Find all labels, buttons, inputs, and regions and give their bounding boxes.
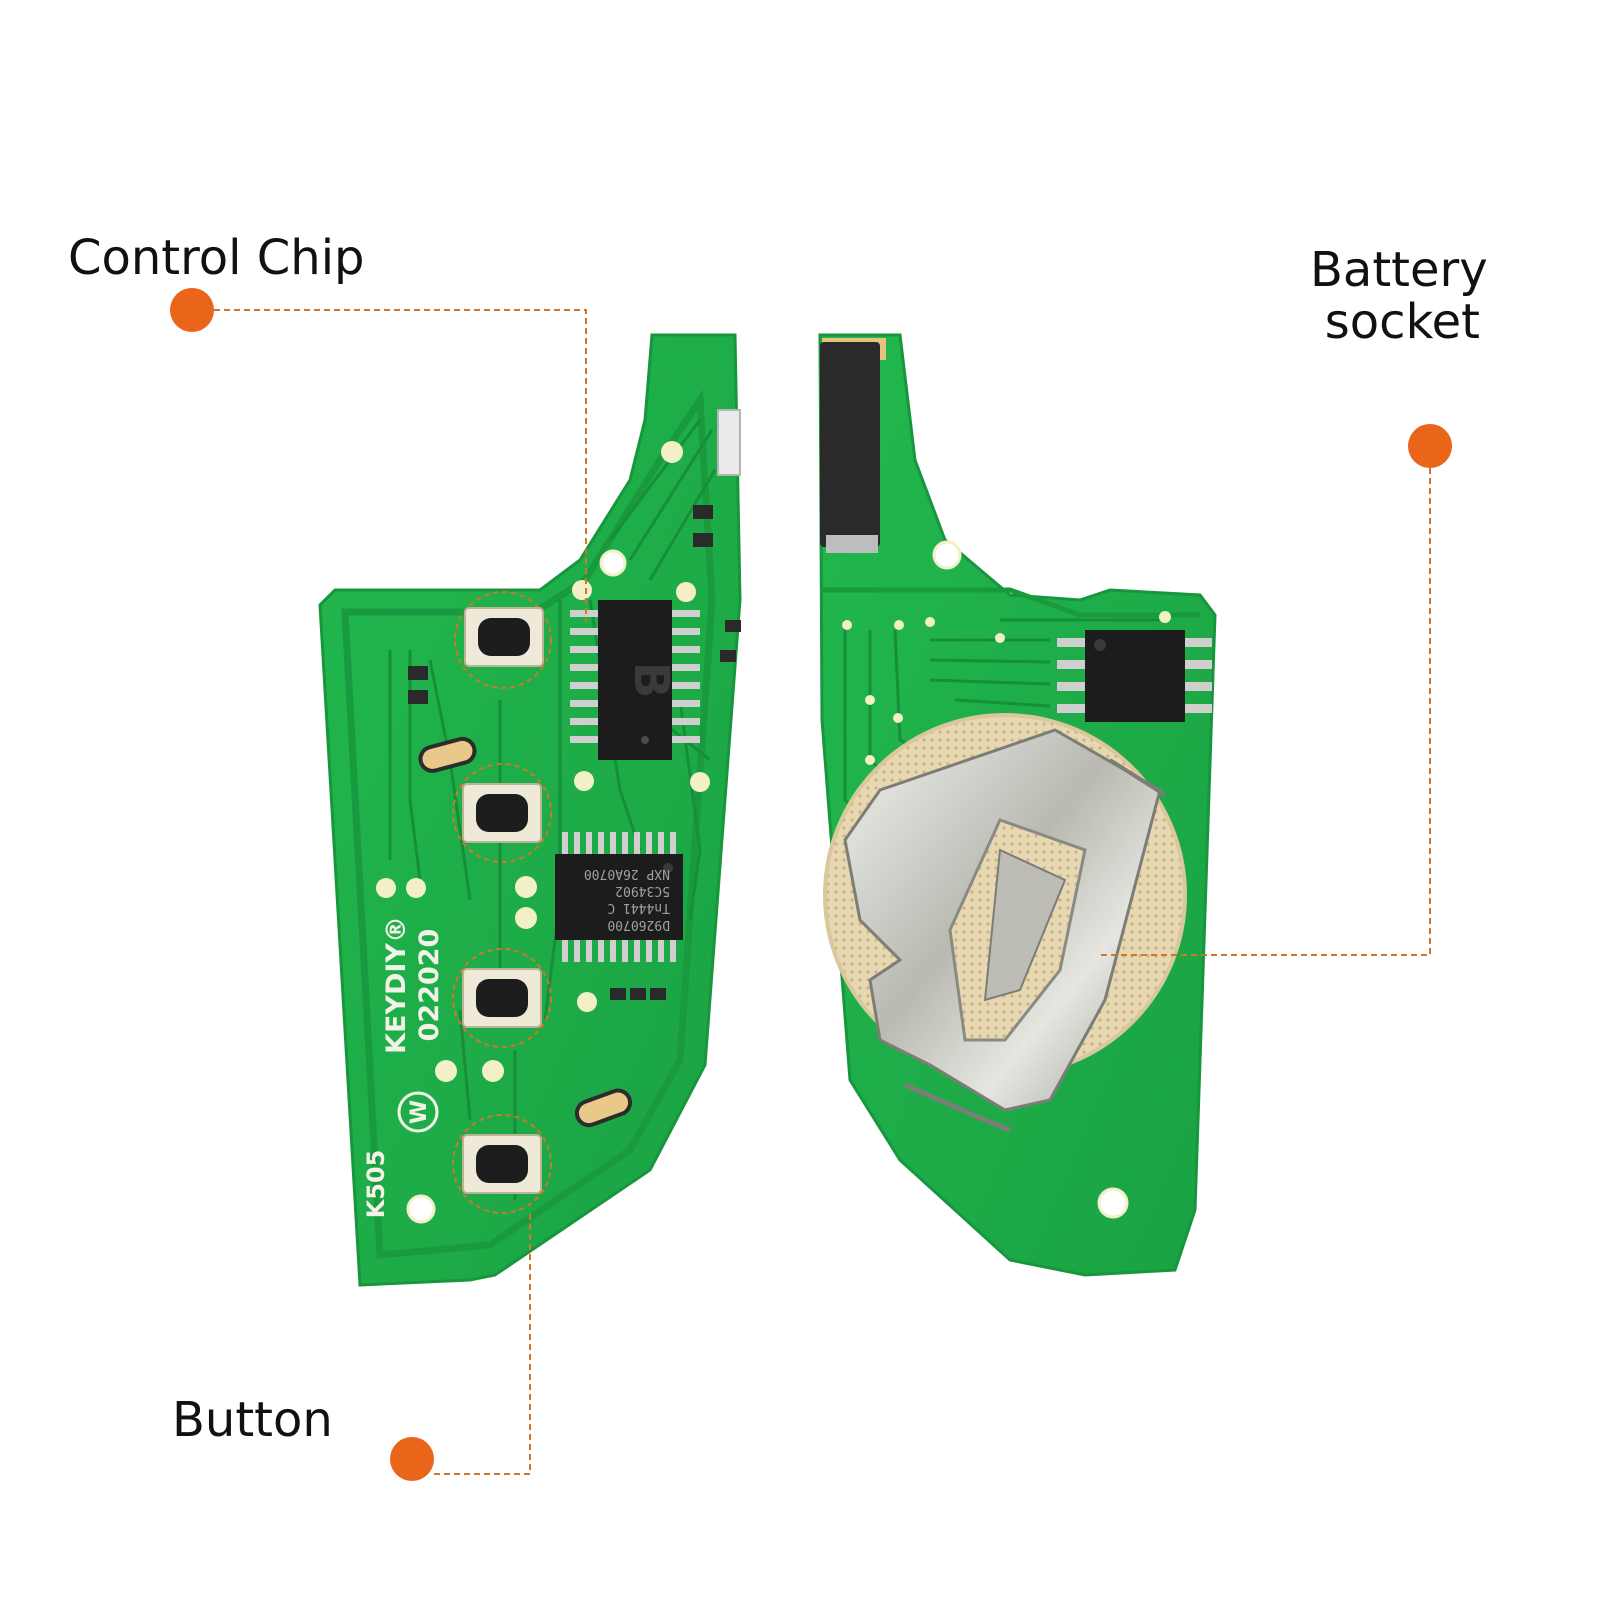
tactile-button-3 bbox=[452, 948, 552, 1048]
control-chip-body bbox=[598, 600, 672, 760]
orange-dot-icon bbox=[390, 1437, 434, 1481]
right-pcb-inner-trace bbox=[820, 587, 1200, 618]
control-chip-leader-line bbox=[214, 309, 587, 622]
model-marking: K505 bbox=[362, 1150, 390, 1219]
resistor-top bbox=[693, 505, 713, 519]
tactile-button-1 bbox=[454, 591, 552, 689]
tactile-button-4 bbox=[452, 1114, 552, 1214]
tactile-button-2 bbox=[452, 763, 552, 863]
eeprom-chip bbox=[1057, 630, 1212, 722]
battery-clip bbox=[843, 728, 1167, 1133]
button-callout bbox=[390, 1213, 531, 1481]
button-leader-line bbox=[434, 1213, 531, 1475]
transponder-ic-body bbox=[555, 854, 683, 940]
ic-marking-1: D9260700 bbox=[607, 917, 670, 932]
left-pcb-pads bbox=[376, 441, 710, 1224]
orange-dot-icon bbox=[170, 288, 214, 332]
antenna-coil bbox=[820, 338, 886, 553]
ic-marking-2: Tn4441 C bbox=[607, 900, 670, 915]
ic-marking-4: NXP 26A0700 bbox=[584, 866, 670, 881]
brand-marking: KEYDIY® bbox=[381, 916, 412, 1054]
control-chip-label: Control Chip bbox=[68, 230, 365, 286]
control-chip-letter: B bbox=[623, 662, 679, 699]
right-mount-hole-bottom bbox=[1097, 1187, 1129, 1219]
battery-socket-callout bbox=[1100, 424, 1452, 956]
left-smd-resistors bbox=[408, 533, 741, 1000]
orange-dot-icon bbox=[1408, 424, 1452, 468]
right-pcb-pads bbox=[842, 611, 1171, 765]
button-label: Button bbox=[172, 1392, 333, 1448]
right-pcb bbox=[818, 333, 1217, 1277]
battery-socket-leader-line bbox=[1100, 468, 1431, 956]
control-chip-callout bbox=[170, 288, 587, 622]
transponder-ic: D9260700 Tn4441 C 5C34902 NXP 26A0700 bbox=[555, 832, 683, 962]
w-logo-icon: W bbox=[397, 1091, 439, 1133]
left-pcb-border-trace bbox=[341, 389, 716, 1259]
battery-socket-label: Battery socket bbox=[1310, 242, 1488, 350]
oval-pad-1 bbox=[418, 736, 477, 773]
svg-text:W: W bbox=[407, 1100, 432, 1124]
control-chip: B bbox=[570, 600, 700, 760]
battery-socket-label-line1: Battery bbox=[1310, 242, 1488, 298]
oval-pad-2 bbox=[574, 1088, 633, 1128]
right-mount-hole-top bbox=[932, 540, 962, 570]
ic-marking-3: 5C34902 bbox=[615, 883, 670, 898]
battery-socket-label-line2: socket bbox=[1324, 294, 1480, 350]
date-code-marking: 022020 bbox=[414, 929, 445, 1042]
left-pcb: B D9260700 Tn4441 C 5C34902 bbox=[318, 333, 742, 1287]
led-component bbox=[717, 409, 741, 476]
